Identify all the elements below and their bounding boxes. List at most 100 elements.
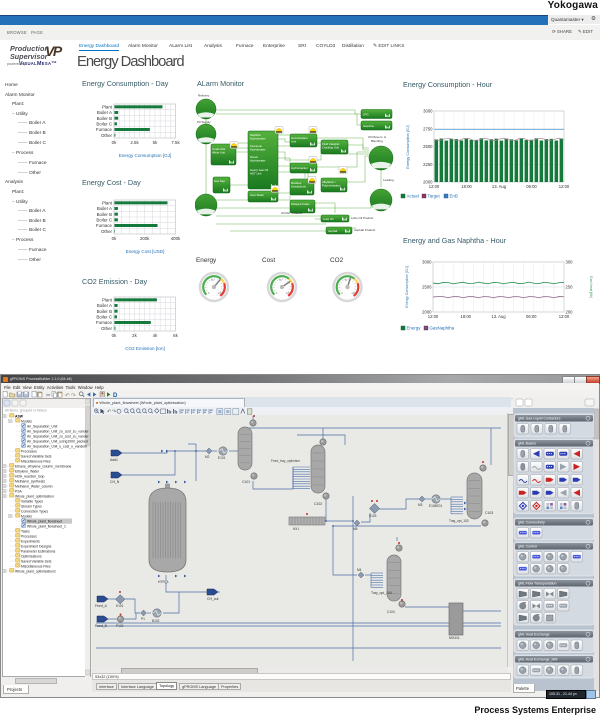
svg-text:Air_Separation_Unit_zu_cost_zu: Air_Separation_Unit_zu_cost_zu_vander (27, 430, 90, 434)
svg-text:Unit: Unit (291, 140, 296, 144)
svg-text:Add1: Add1 (110, 458, 118, 462)
svg-text:Air_Separation_Unit_u_cost_u_v: Air_Separation_Unit_u_cost_u_vanderb (27, 445, 87, 449)
svg-text:2250: 2250 (423, 162, 433, 167)
svg-text:Alkylation /: Alkylation / (322, 180, 336, 184)
svg-text:12:00: 12:00 (559, 184, 570, 189)
svg-text:12:00: 12:00 (429, 184, 440, 189)
svg-text:100: 100 (286, 292, 291, 295)
svg-text:Energy Consumption [GJ]: Energy Consumption [GJ] (119, 153, 172, 158)
svg-text:K101: K101 (116, 604, 124, 608)
svg-text:C102: C102 (314, 502, 322, 506)
svg-text:4k: 4k (153, 333, 158, 338)
svg-text:Whole_plant_flowsheet: Whole_plant_flowsheet (27, 520, 62, 524)
svg-text:13. Aug: 13. Aug (492, 184, 507, 189)
svg-text:Ethane_ethylene_column_membran: Ethane_ethylene_column_membrane (15, 465, 71, 469)
svg-text:All items, grouped in folders: All items, grouped in folders (5, 409, 47, 413)
svg-text:Methanol_synthesis: Methanol_synthesis (15, 480, 45, 484)
svg-text:12:00: 12:00 (559, 314, 570, 319)
svg-text:2k: 2k (132, 333, 137, 338)
svg-text:C104: C104 (387, 610, 395, 614)
svg-text:CH_N: CH_N (110, 480, 120, 484)
svg-text:06:00: 06:00 (526, 184, 537, 189)
svg-text:3000: 3000 (423, 109, 433, 114)
svg-text:Gas Sep.: Gas Sep. (214, 179, 226, 183)
svg-text:Hydrotreater: Hydrotreater (250, 148, 266, 152)
svg-text:Tray_opt_103: Tray_opt_103 (449, 519, 469, 523)
svg-text:Energy: Energy (407, 326, 422, 331)
svg-text:Lube Oil Product: Lube Oil Product (351, 216, 374, 220)
svg-text:Air_Separation_Unit: Air_Separation_Unit (27, 425, 57, 429)
svg-text:Whole_plant_optimisation: Whole_plant_optimisation (15, 495, 54, 499)
svg-text:2000: 2000 (422, 310, 432, 315)
svg-text:18:00: 18:00 (461, 314, 472, 319)
svg-text:Tray_opt_104: Tray_opt_104 (371, 591, 392, 595)
svg-text:Blending: Blending (371, 139, 383, 143)
svg-text:200: 200 (566, 310, 574, 315)
svg-text:P1: P1 (141, 617, 145, 621)
svg-text:↷: ↷ (71, 392, 76, 398)
svg-text:Oil Ref. Product: Oil Ref. Product (281, 211, 302, 215)
svg-text:P102: P102 (116, 624, 124, 628)
svg-text:Other: Other (101, 326, 113, 331)
svg-text:200k: 200k (140, 236, 150, 241)
svg-text:Plant: Plant (102, 297, 113, 302)
svg-text:Heavy Gas Oil: Heavy Gas Oil (250, 168, 268, 172)
svg-text:0k: 0k (112, 333, 117, 338)
svg-text:Lube Oil: Lube Oil (323, 217, 334, 221)
svg-text:Models: Models (21, 515, 32, 519)
svg-text:Other: Other (101, 229, 113, 234)
svg-text:Boiler C: Boiler C (96, 121, 112, 126)
svg-text:Feed_tray_optimiser: Feed_tray_optimiser (271, 459, 301, 463)
svg-text:M3: M3 (418, 503, 423, 507)
svg-text:Residue: Residue (291, 181, 302, 185)
svg-text:EnB: EnB (450, 194, 458, 199)
svg-text:Fluid Catalytic: Fluid Catalytic (322, 142, 340, 146)
svg-text:Feed_A: Feed_A (95, 604, 108, 608)
svg-text:Isomerisation: Isomerisation (291, 136, 308, 140)
svg-text:0: 0 (276, 292, 278, 295)
svg-text:Cracking Unit: Cracking Unit (322, 146, 339, 150)
svg-text:100: 100 (218, 292, 223, 295)
svg-text:2500: 2500 (422, 285, 432, 290)
svg-text:2.5k: 2.5k (130, 140, 139, 145)
svg-text:7.5k: 7.5k (171, 140, 180, 145)
svg-text:Boiler C: Boiler C (96, 217, 112, 222)
svg-text:2750: 2750 (423, 126, 433, 131)
svg-text:gML Gas-Liquid Contactors: gML Gas-Liquid Contactors (518, 417, 561, 421)
svg-text:Energy Cost [USD]: Energy Cost [USD] (126, 249, 165, 254)
svg-text:Hydrotreater: Hydrotreater (250, 159, 266, 163)
svg-text:White Unit: White Unit (212, 151, 225, 155)
svg-text:250: 250 (566, 285, 574, 290)
svg-text:Energy Consumption [GJ]: Energy Consumption [GJ] (405, 266, 409, 307)
svg-text:Processes: Processes (21, 450, 37, 454)
svg-text:400k: 400k (171, 236, 181, 241)
svg-text:Processes: Processes (21, 535, 37, 539)
svg-text:Other: Other (101, 133, 113, 138)
svg-text:Stream Types: Stream Types (21, 505, 42, 509)
svg-text:Connection Types: Connection Types (21, 510, 48, 514)
svg-text:Boiler A: Boiler A (97, 110, 112, 115)
svg-text:↶: ↶ (107, 409, 111, 415)
svg-text:Actual: Actual (407, 194, 419, 199)
svg-text:Optimisations: Optimisations (21, 555, 42, 559)
svg-text:D: D (113, 393, 118, 398)
svg-text:Hydrotreater: Hydrotreater (250, 137, 266, 141)
svg-text:Diesel: Diesel (250, 155, 258, 159)
svg-text:Asphalt Product: Asphalt Product (354, 228, 375, 232)
svg-text:Asphalt: Asphalt (328, 229, 338, 233)
svg-text:Plant: Plant (102, 104, 113, 109)
svg-text:C103: C103 (485, 511, 493, 515)
svg-text:300: 300 (566, 260, 574, 265)
svg-text:↷: ↷ (112, 409, 117, 415)
svg-text:Saved Variable Sets: Saved Variable Sets (21, 560, 52, 564)
svg-text:0k: 0k (112, 236, 117, 241)
svg-text:Saved Variable Sets: Saved Variable Sets (21, 455, 52, 459)
svg-text:Methanol_Water_column: Methanol_Water_column (15, 485, 53, 489)
svg-text:gML Heat Exchange_MM: gML Heat Exchange_MM (518, 658, 557, 662)
svg-text:Boiler C: Boiler C (96, 314, 112, 319)
svg-text:gML Basics: gML Basics (518, 442, 536, 446)
svg-text:Feed_B: Feed_B (95, 624, 108, 628)
svg-text:M2: M2 (205, 455, 210, 459)
svg-text:Miscellaneous Files: Miscellaneous Files (21, 565, 51, 569)
svg-text:C101: C101 (242, 480, 250, 484)
